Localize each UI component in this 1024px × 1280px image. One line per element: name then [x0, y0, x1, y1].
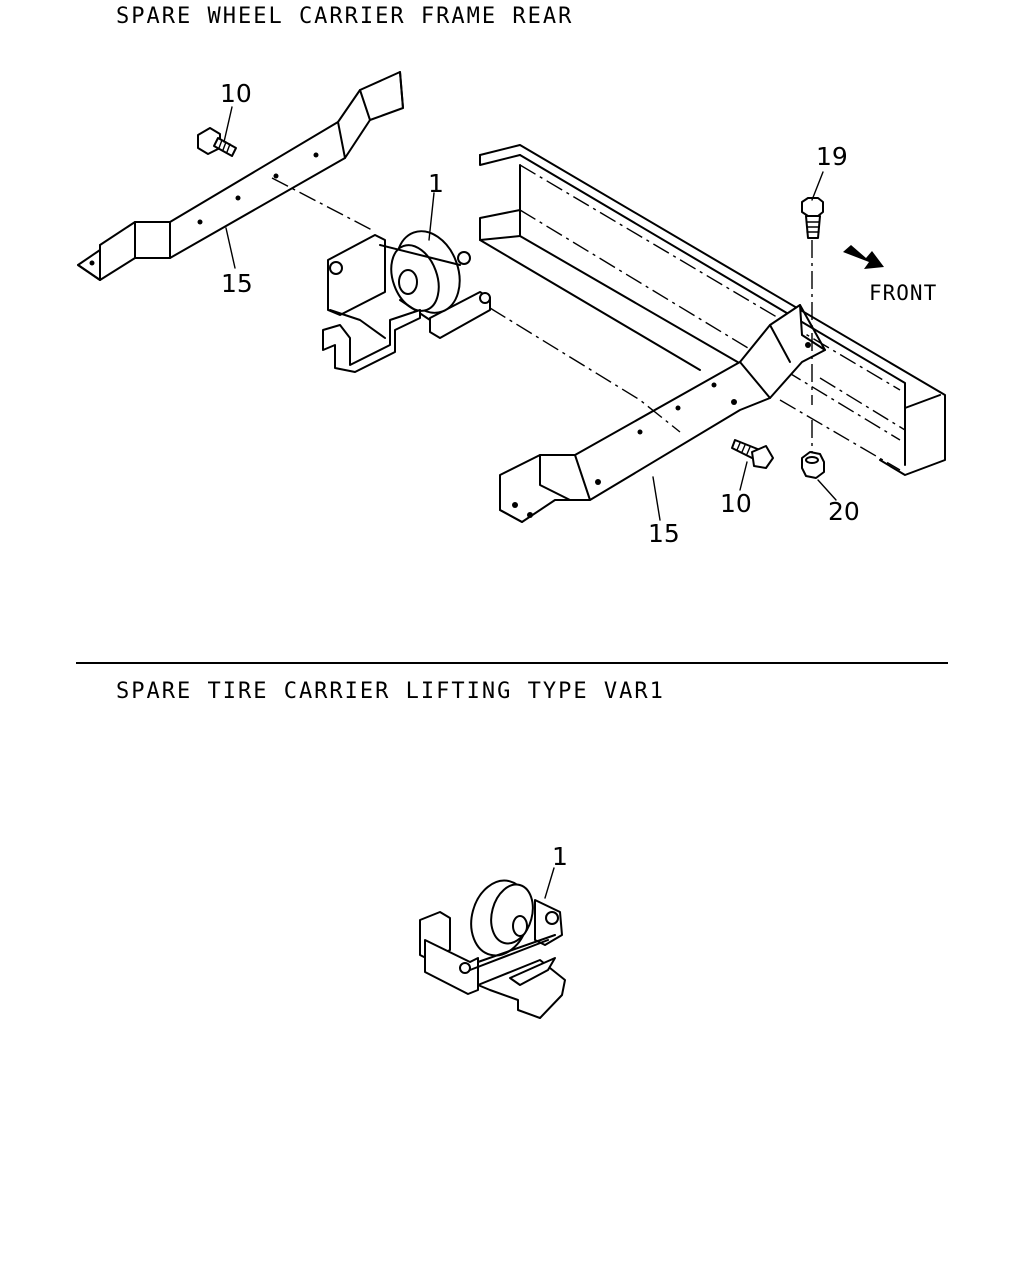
callout-1-top: 1	[428, 169, 444, 198]
callout-10-top: 10	[220, 79, 252, 108]
bolt-10-bottom	[731, 439, 774, 469]
cross-member-right	[499, 304, 826, 523]
front-direction-arrow-icon	[843, 245, 884, 269]
callout-1-bottom: 1	[552, 842, 568, 871]
chassis-frame-rail	[479, 144, 946, 476]
carrier-winch-assembly-var1	[419, 879, 566, 1019]
callout-10-bottom: 10	[720, 489, 752, 518]
callout-19: 19	[816, 142, 848, 171]
section-title-lifting-type: SPARE TIRE CARRIER LIFTING TYPE VAR1	[116, 679, 665, 704]
carrier-winch-assembly	[322, 230, 491, 373]
assembly-lines	[223, 106, 837, 521]
callout-15-right: 15	[648, 519, 680, 548]
section-title-frame-rear: SPARE WHEEL CARRIER FRAME REAR	[116, 4, 574, 29]
bolt-19	[801, 197, 824, 239]
cross-member-left	[77, 71, 404, 281]
callout-20: 20	[828, 497, 860, 526]
callout-15-left: 15	[221, 269, 253, 298]
front-label: FRONT	[869, 281, 937, 305]
nut-20	[801, 451, 825, 479]
bolt-10-top	[197, 127, 237, 157]
